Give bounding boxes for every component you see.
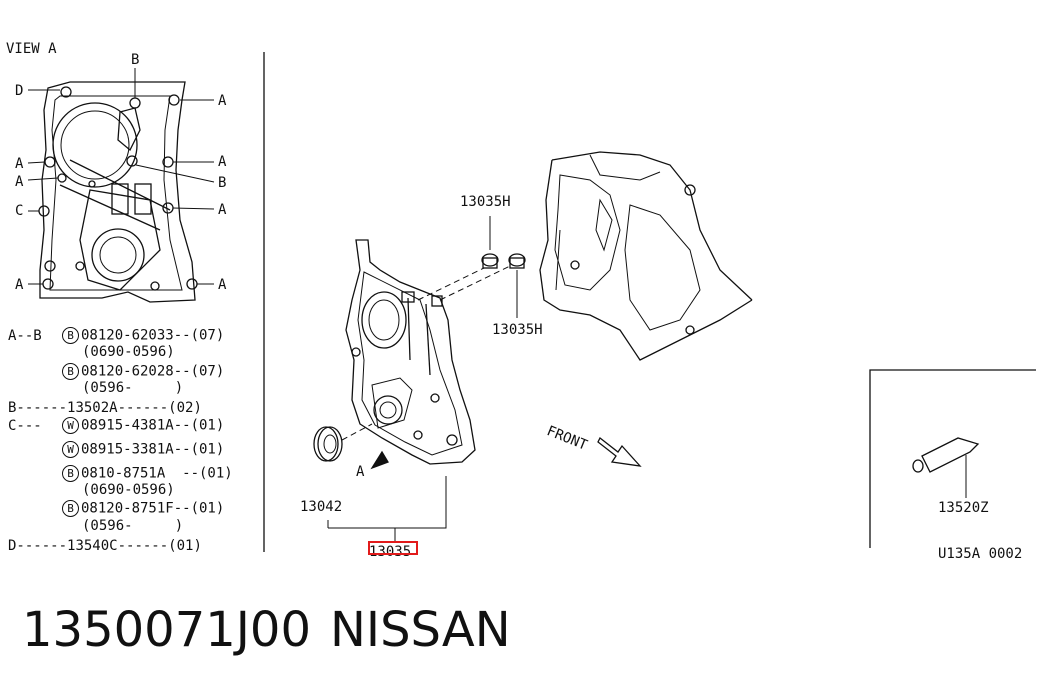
- label-a-right-2: A: [218, 154, 227, 170]
- view-a-label: A: [356, 464, 365, 480]
- legend-badge: W: [62, 441, 79, 458]
- engine-block: [539, 151, 753, 361]
- legend-badge: B: [62, 363, 79, 380]
- front-arrow: [597, 437, 642, 467]
- legend-text: 08915-3381A--(01): [81, 441, 225, 458]
- label-c: C: [15, 203, 24, 219]
- oil-seal: [313, 423, 373, 528]
- legend-badge: B: [62, 465, 79, 482]
- legend-prefix: D------: [8, 538, 68, 554]
- part-number: 1350071J00: [22, 602, 312, 658]
- plug-parts: [417, 216, 526, 318]
- legend-row: D------13540C------(01): [8, 538, 202, 554]
- cover-bracket: [328, 476, 447, 529]
- timing-cover: [345, 239, 476, 465]
- legend-row: (0690-0596): [8, 482, 175, 498]
- label-a-right-3: A: [218, 202, 227, 218]
- legend-text: (0596- ): [82, 518, 184, 534]
- legend-prefix: A--B: [8, 327, 51, 344]
- legend-row: (0690-0596): [8, 344, 175, 360]
- inset-frame: [869, 369, 1036, 548]
- callout-13035h-bottom[interactable]: 13035H: [492, 322, 543, 338]
- brand-name: NISSAN: [330, 602, 511, 658]
- label-b-top: B: [131, 52, 140, 68]
- label-b-right: B: [218, 175, 227, 191]
- legend-text: (0596- ): [82, 380, 184, 396]
- label-a-right-4: A: [218, 277, 227, 293]
- label-a-left-2: A: [15, 174, 24, 190]
- callout-13520z[interactable]: 13520Z: [938, 500, 989, 516]
- legend-badge: W: [62, 417, 79, 434]
- legend-prefix: C---: [8, 417, 42, 434]
- legend-text: 0810-8751A --(01): [81, 465, 233, 482]
- diagram-code: U135A 0002: [938, 546, 1023, 562]
- legend-prefix: B------: [8, 400, 68, 416]
- legend-text: 08120-62033--(07): [81, 327, 225, 344]
- legend-badge: B: [62, 500, 79, 517]
- legend-text: 08120-62028--(07): [81, 363, 225, 380]
- view-a-arrow: [370, 450, 389, 470]
- legend-text: 13502A------(02): [67, 400, 202, 416]
- legend-text: 13540C------(01): [67, 538, 202, 554]
- legend-text: (0690-0596): [82, 344, 175, 360]
- callout-13035h-top[interactable]: 13035H: [460, 194, 511, 210]
- legend-row: (0596- ): [8, 518, 183, 534]
- legend-text: 08120-8751F--(01): [81, 500, 225, 517]
- legend-row: B------13502A------(02): [8, 400, 202, 416]
- legend-text: 08915-4381A--(01): [81, 417, 225, 434]
- sealant-tube: [912, 437, 980, 498]
- view-a-cover: [38, 81, 198, 303]
- view-a-leaders: [27, 68, 215, 285]
- legend-badge: B: [62, 327, 79, 344]
- callout-13035[interactable]: 13035: [369, 544, 412, 560]
- view-title: VIEW A: [6, 41, 57, 57]
- legend-row: (0596- ): [8, 380, 183, 396]
- label-a-left-3: A: [15, 277, 24, 293]
- highlight-box: [368, 541, 418, 555]
- label-a-right-1: A: [218, 93, 227, 109]
- label-a-left-1: A: [15, 156, 24, 172]
- callout-13042[interactable]: 13042: [300, 499, 343, 515]
- legend-text: (0690-0596): [82, 482, 175, 498]
- label-d: D: [15, 83, 24, 99]
